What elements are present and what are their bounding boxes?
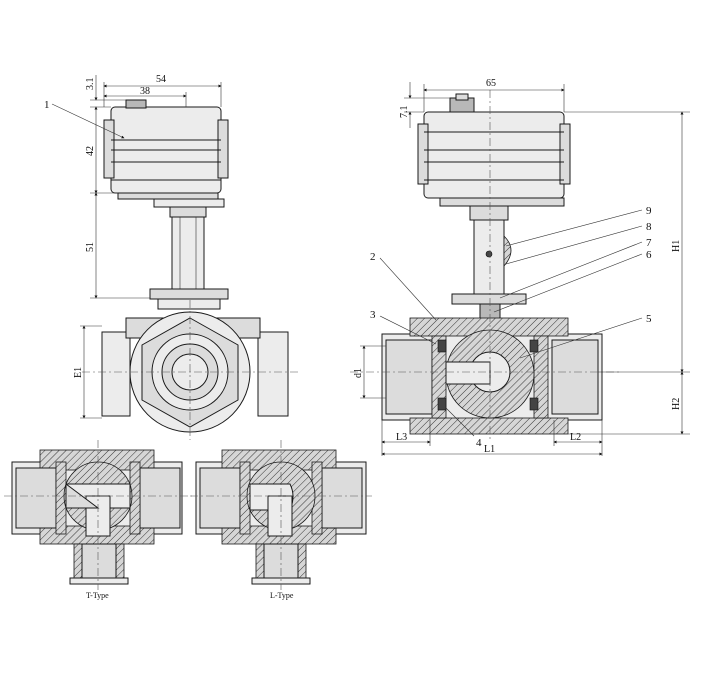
t-type-label: T-Type — [86, 591, 109, 600]
dim-h1: H1 — [671, 240, 682, 252]
dim-l3: L3 — [396, 432, 407, 443]
bracket — [149, 198, 229, 310]
part-number-5: 5 — [646, 313, 652, 325]
actuator-housing — [103, 99, 229, 200]
dim-l1: L1 — [484, 444, 495, 455]
side-actuator — [417, 93, 571, 207]
side-part-labels: 9 8 7 6 5 4 3 2 — [370, 205, 652, 449]
part-number-6: 6 — [646, 249, 652, 261]
dim-side-top-height: 7.1 — [399, 106, 410, 119]
side-valve-body — [350, 90, 620, 440]
part-number-4: 4 — [476, 437, 482, 449]
dim-side-overall-width: 65 — [486, 78, 496, 89]
dim-e1: E1 — [73, 367, 84, 378]
dim-h2: H2 — [671, 398, 682, 410]
valve-body-front — [82, 300, 300, 440]
front-view: 54 38 3.1 42 51 E1 1 — [44, 74, 300, 440]
side-dimensions: 65 7.1 H1 H2 d1 L3 L2 L1 — [353, 78, 690, 456]
dim-l2: L2 — [570, 432, 581, 443]
front-dimensions: 54 38 3.1 42 51 E1 — [73, 74, 222, 419]
part-number-3: 3 — [370, 309, 376, 321]
dim-bracket-height: 51 — [85, 242, 96, 252]
part-number-1: 1 — [44, 99, 50, 111]
part-label-1: 1 — [44, 99, 125, 139]
dim-d1: d1 — [353, 368, 364, 378]
t-type-section: T-Type — [4, 440, 192, 600]
dim-actuator-height: 42 — [85, 146, 96, 156]
l-type-section: L-Type — [190, 440, 372, 600]
dim-overall-width: 54 — [156, 74, 166, 85]
dim-inner-width: 38 — [140, 86, 150, 97]
l-type-label: L-Type — [270, 591, 294, 600]
side-bracket — [451, 205, 527, 323]
part-number-9: 9 — [646, 205, 652, 217]
part-number-7: 7 — [646, 237, 652, 249]
part-number-2: 2 — [370, 251, 376, 263]
dim-top-height: 3.1 — [85, 78, 96, 91]
part-number-8: 8 — [646, 221, 652, 233]
side-view: 65 7.1 H1 H2 d1 L3 L2 L1 9 8 7 6 5 4 3 — [350, 78, 690, 456]
